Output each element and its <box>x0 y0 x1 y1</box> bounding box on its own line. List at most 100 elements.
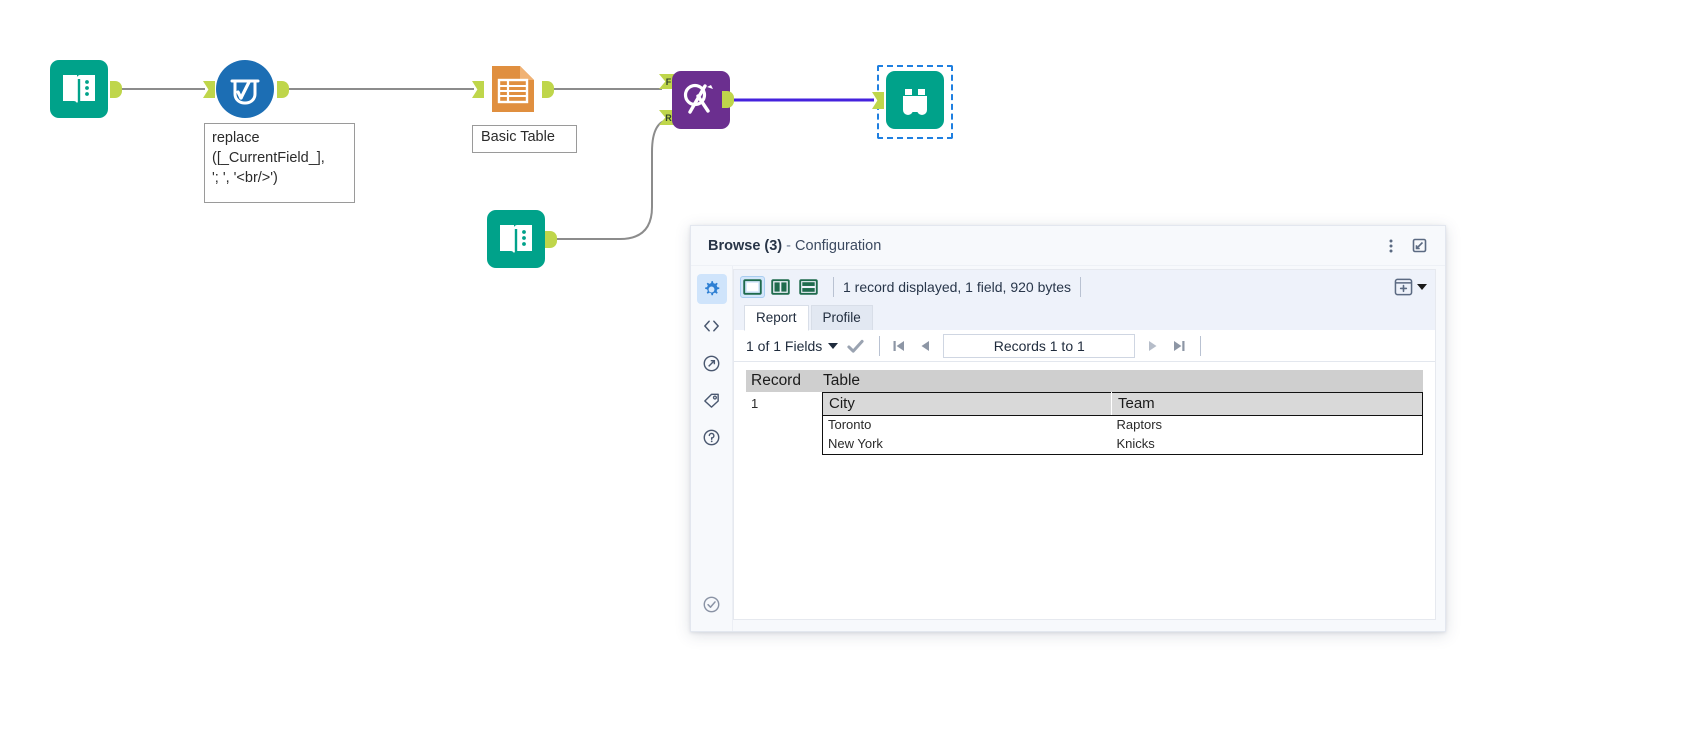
add-column-icon <box>1394 278 1413 296</box>
code-brackets-icon-button[interactable] <box>697 311 727 341</box>
layout-horizontal-split-icon <box>799 279 818 295</box>
results-grid-area[interactable]: Record Table 1 City <box>734 362 1435 619</box>
inner-column-header-city: City <box>822 392 1112 416</box>
configuration-body: 1 record displayed, 1 field, 920 bytes R… <box>691 266 1445 631</box>
status-check-icon <box>703 596 720 612</box>
configuration-gear-icon-button[interactable] <box>696 274 727 304</box>
render-icon <box>683 83 713 114</box>
results-table-body: 1 City Team <box>746 392 1423 455</box>
browse-book-icon <box>500 224 532 253</box>
navbar-separator-2 <box>1200 335 1202 356</box>
configuration-window[interactable]: Browse (3) - Configuration <box>690 225 1446 632</box>
inner-cell-team: Raptors <box>1116 417 1163 432</box>
report-inner-table: City Team Toronto Raptors <box>822 392 1423 455</box>
report-inner-row: Toronto Raptors <box>823 416 1423 436</box>
configuration-titlebar: Browse (3) - Configuration <box>691 226 1445 266</box>
previous-record-button[interactable] <box>914 336 936 356</box>
more-options-icon <box>1389 239 1393 252</box>
report-inner-row: New York Knicks <box>823 435 1423 455</box>
records-navbar[interactable]: 1 of 1 Fields Records 1 to <box>734 330 1435 362</box>
checkmark-icon[interactable] <box>846 338 865 354</box>
input-anchor-basic-table[interactable] <box>472 81 484 98</box>
tool-node-basic-table[interactable] <box>484 60 542 118</box>
navbar-separator <box>879 335 881 356</box>
input-anchor-formula[interactable] <box>203 81 215 98</box>
tool-node-browse-3[interactable] <box>886 71 944 129</box>
tool-node-input-browse-1[interactable] <box>50 60 108 118</box>
results-panel: 1 record displayed, 1 field, 920 bytes R… <box>733 269 1436 620</box>
results-table: Record Table 1 City <box>746 370 1423 455</box>
annotation-arrow-icon <box>703 355 720 371</box>
results-table-head: Record Table <box>746 370 1423 392</box>
tool-node-formula[interactable] <box>216 60 274 118</box>
layout-vertical-split-button[interactable] <box>768 276 793 298</box>
configuration-title-section: Configuration <box>795 237 882 254</box>
help-question-icon-button[interactable] <box>697 422 727 452</box>
tag-icon-button[interactable] <box>697 385 727 415</box>
cell-record-number: 1 <box>751 396 759 411</box>
results-toolbar[interactable]: 1 record displayed, 1 field, 920 bytes <box>734 270 1435 304</box>
output-anchor-render[interactable] <box>722 91 734 108</box>
chevron-down-icon <box>1417 284 1427 290</box>
code-brackets-icon <box>704 320 719 332</box>
fields-selector-label[interactable]: 1 of 1 Fields <box>746 337 823 354</box>
last-record-button[interactable] <box>1168 336 1190 356</box>
output-anchor-input-browse-1[interactable] <box>110 81 122 98</box>
annotation-basic-table: Basic Table <box>472 125 577 153</box>
inner-cell-city: Toronto <box>828 417 872 432</box>
configuration-title: Browse (3) - Configuration <box>708 238 881 254</box>
help-question-icon <box>703 429 720 445</box>
restore-window-button[interactable] <box>1405 232 1433 260</box>
output-anchor-formula[interactable] <box>277 81 289 98</box>
formula-beaker-icon <box>230 79 260 105</box>
more-options-button[interactable] <box>1377 232 1405 260</box>
browse-book-icon <box>63 74 95 103</box>
annotation-arrow-icon-button[interactable] <box>697 348 727 378</box>
inner-column-header-team: Team <box>1111 392 1423 416</box>
tab-profile[interactable]: Profile <box>810 305 873 330</box>
layout-vertical-split-icon <box>771 279 790 295</box>
record-info-label: 1 record displayed, 1 field, 920 bytes <box>843 279 1072 295</box>
inner-cell-team: Knicks <box>1116 436 1155 451</box>
configuration-title-tool: Browse (3) <box>708 237 783 254</box>
anchor-label-f: F <box>665 76 672 87</box>
cell-report-table: City Team Toronto Raptors <box>818 392 1423 455</box>
configuration-rail[interactable] <box>691 266 733 631</box>
tool-node-input-browse-2[interactable] <box>487 210 545 268</box>
results-tabstrip[interactable]: Report Profile <box>734 304 1435 331</box>
binoculars-icon <box>903 89 927 115</box>
records-range-label[interactable]: Records 1 to 1 <box>943 333 1136 358</box>
report-inner-head: City Team <box>822 392 1423 416</box>
input-anchor-browse-3[interactable] <box>872 92 884 109</box>
output-anchor-basic-table[interactable] <box>542 81 554 98</box>
first-record-button[interactable] <box>888 336 910 356</box>
tag-icon <box>704 393 719 408</box>
anchor-label-r: R <box>665 112 672 123</box>
layout-single-pane-button[interactable] <box>740 276 765 298</box>
results-header-row: Record Table <box>746 370 1423 392</box>
input-anchor-render-f[interactable]: F <box>659 74 674 89</box>
fields-dropdown-caret-icon[interactable] <box>828 342 839 349</box>
next-record-icon <box>1149 340 1157 351</box>
column-header-table[interactable]: Table <box>818 370 1423 392</box>
restore-window-icon <box>1412 238 1426 253</box>
layout-horizontal-split-button[interactable] <box>796 276 821 298</box>
tab-report[interactable]: Report <box>744 305 809 331</box>
tool-node-render[interactable] <box>672 71 730 129</box>
output-anchor-input-browse-2[interactable] <box>545 231 557 248</box>
table-row[interactable]: 1 City Team <box>746 392 1423 455</box>
input-anchor-render-r[interactable]: R <box>659 110 674 125</box>
previous-record-icon <box>921 340 930 351</box>
status-check-icon-button[interactable] <box>697 589 727 619</box>
column-header-record[interactable]: Record <box>746 370 818 392</box>
add-column-button[interactable] <box>1394 278 1427 296</box>
report-inner-header-row: City Team <box>822 392 1423 416</box>
toolbar-separator-2 <box>1080 277 1082 297</box>
configuration-title-dash: - <box>782 237 796 254</box>
table-icon <box>492 66 534 112</box>
gear-icon <box>705 280 720 295</box>
layout-single-pane-icon <box>743 279 762 295</box>
last-record-icon <box>1174 340 1185 351</box>
next-record-button[interactable] <box>1142 336 1164 356</box>
